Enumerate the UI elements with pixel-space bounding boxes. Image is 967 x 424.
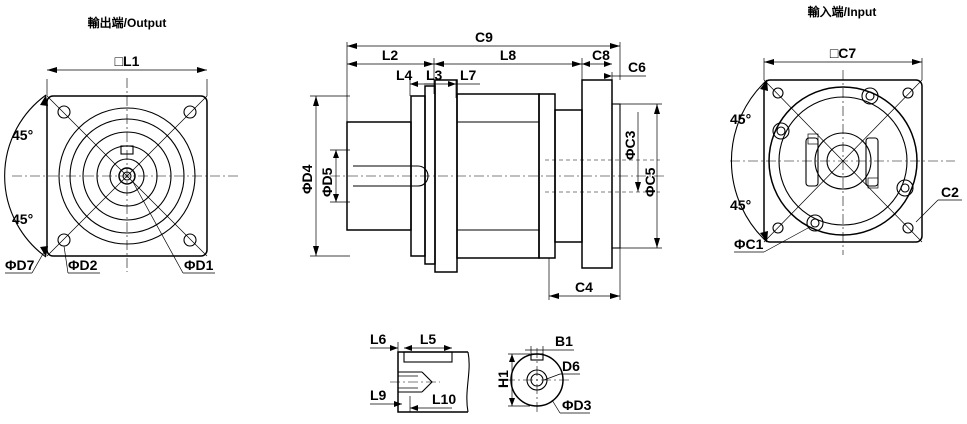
motor-flange	[581, 79, 613, 269]
dim-d4: ΦD4	[299, 164, 315, 194]
detail-dim-l5: L5	[420, 331, 437, 347]
dim-c3: ΦC3	[622, 130, 638, 160]
input-view-title: 輸入端/Input	[808, 4, 877, 19]
output-angle-bottom: 45°	[12, 211, 33, 227]
dim-l3: L3	[426, 67, 443, 83]
detail-dim-b1: B1	[555, 333, 573, 349]
input-angle-bottom: 45°	[730, 197, 751, 213]
output-dim-d1: ΦD1	[184, 257, 214, 273]
dim-l2: L2	[382, 47, 399, 63]
shaft-key-detail: L6 L5 L9 L10 B1	[370, 331, 592, 414]
detail-dim-l10: L10	[432, 391, 456, 407]
detail-dim-l9: L9	[370, 387, 387, 403]
dim-c9: C9	[475, 29, 493, 45]
output-view-title: 輸出端/Output	[88, 15, 167, 30]
input-angle-top: 45°	[730, 111, 751, 127]
detail-dim-l6: L6	[370, 331, 387, 347]
detail-dim-h1: H1	[495, 370, 511, 388]
output-dim-d7: ΦD7	[5, 257, 35, 273]
dim-square-l1: □L1	[115, 53, 140, 69]
dim-c6: C6	[628, 59, 646, 75]
output-angle-top: 45°	[12, 127, 33, 143]
input-dim-c1: ΦC1	[734, 236, 764, 252]
detail-dim-d3: ΦD3	[562, 397, 592, 413]
dim-l8: L8	[500, 47, 517, 63]
dim-l4: L4	[396, 67, 413, 83]
input-end-view: 輸入端/Input □C7	[730, 4, 962, 255]
dim-c4: C4	[575, 279, 593, 295]
dim-square-c7: □C7	[830, 45, 857, 61]
side-view: C9 L2 L8 C8 C6 L4 L3 L7	[299, 29, 665, 300]
dim-l7: L7	[460, 67, 477, 83]
dim-c5: ΦC5	[642, 167, 658, 197]
output-end-view: 輸出端/Output □L1 45° 45°	[4, 15, 240, 274]
dim-d5: ΦD5	[319, 167, 335, 197]
dim-c8: C8	[592, 47, 610, 63]
input-dim-c2: C2	[941, 184, 959, 200]
output-dim-d2: ΦD2	[68, 257, 98, 273]
detail-dim-d6: D6	[562, 358, 580, 374]
